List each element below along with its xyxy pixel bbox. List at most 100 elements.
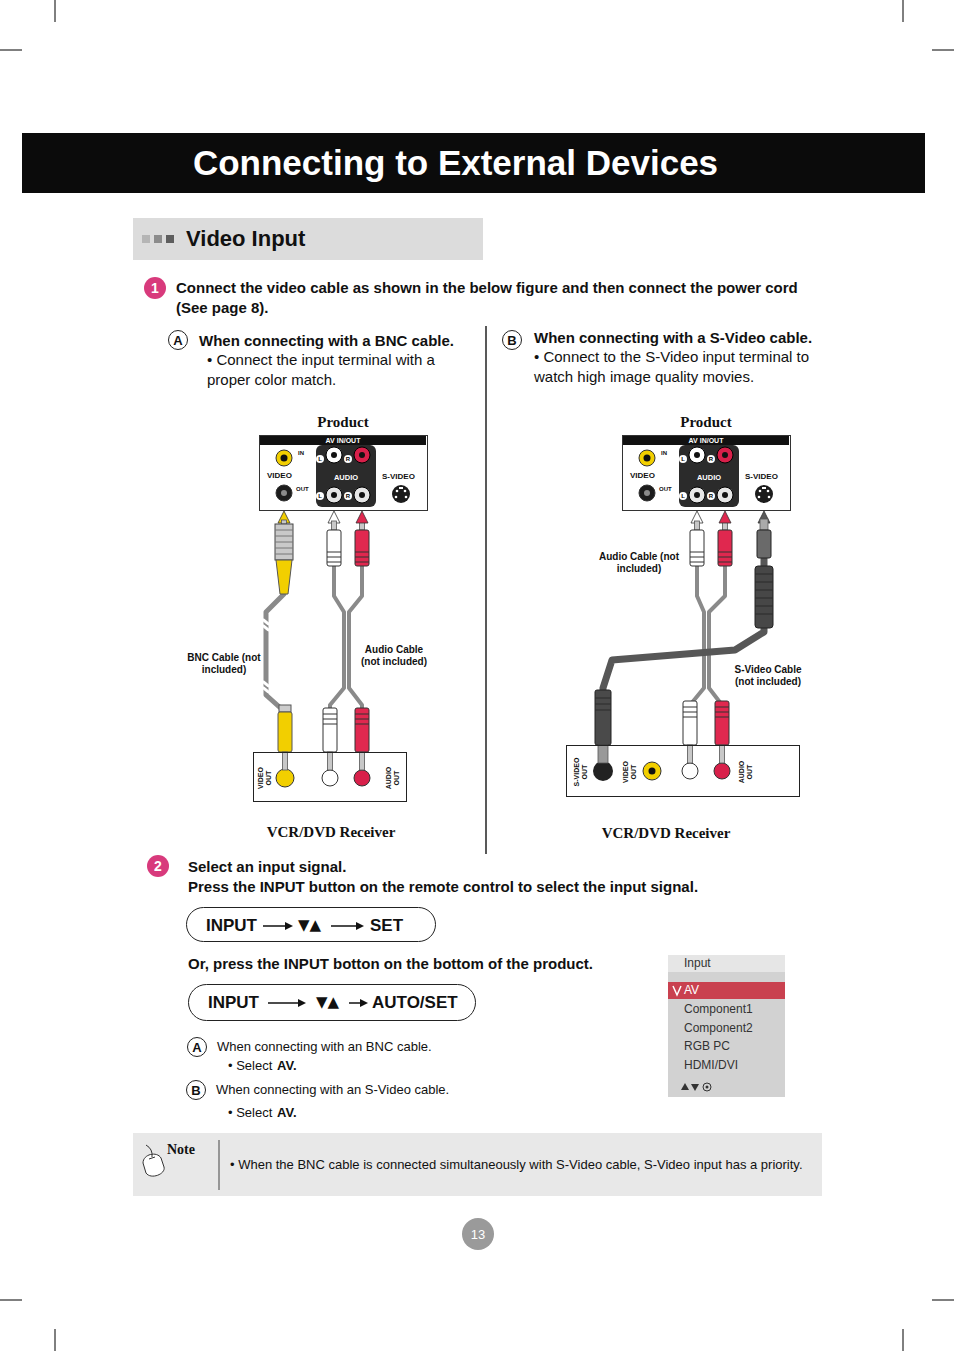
jack-label: S-VIDEO — [745, 472, 778, 482]
note-panel — [219, 1140, 220, 1190]
panel-heading: Product — [623, 413, 789, 431]
rca-plug — [323, 708, 337, 770]
av-input-panel: ProductAV IN/OUTINVIDEOOUTAUDIOLRLRS-VID… — [622, 435, 791, 511]
input-menu-screen — [668, 955, 785, 1097]
rca-plug — [355, 708, 369, 770]
note-text: • When the BNC cable is connected simult… — [230, 1156, 815, 1173]
jack-label: AUDIO OUT — [385, 761, 401, 795]
input-menu-screen — [681, 1083, 689, 1090]
jack-label: VIDEO OUT — [257, 761, 273, 795]
option-letter: A — [168, 330, 188, 350]
button-name: INPUT — [206, 908, 257, 943]
jack-label: VIDEO OUT — [622, 755, 638, 789]
option-heading: When connecting with a S-Video cable. — [534, 328, 812, 348]
jack-label: OUT — [296, 486, 309, 493]
cable-label: BNC Cable (not included) — [186, 652, 262, 676]
section-squares — [142, 235, 150, 243]
option-text: • Connect to the S-Video input terminal … — [534, 347, 839, 387]
page-title: Connecting to External Devices — [22, 133, 925, 193]
menu-title: Input — [684, 956, 711, 971]
bnc-plug — [283, 752, 288, 770]
button-sequence: INPUT▼▲SET — [186, 907, 436, 942]
input-menu-screen — [668, 955, 785, 972]
channel-badge: R — [344, 455, 352, 463]
input-menu-screen — [703, 1083, 711, 1091]
red-wire-arrowhead — [356, 511, 368, 523]
receiver-jacks — [593, 761, 613, 781]
av-panel-jacks — [326, 447, 342, 463]
s-video-plug — [755, 566, 773, 628]
sequence-arrow — [285, 922, 293, 930]
av-panel-jacks — [331, 452, 337, 458]
sequence-arrow — [268, 1002, 299, 1004]
input-menu: InputAVComponent1Component2RGB PCHDMI/DV… — [668, 955, 785, 1097]
av-panel-jacks — [395, 496, 398, 499]
button-name: AUTO/SET — [372, 985, 458, 1020]
bnc-plug — [279, 705, 291, 712]
section-squares — [142, 235, 174, 243]
step-number: 1 — [144, 277, 166, 299]
device-heading: VCR/DVD Receiver — [549, 824, 783, 842]
crop-marks — [903, 1329, 904, 1351]
crop-marks — [932, 1300, 954, 1301]
option-text: When connecting with an S-Video cable. — [216, 1081, 449, 1099]
section-squares — [166, 235, 174, 243]
receiver-jacks — [322, 770, 338, 786]
column-divider — [485, 326, 487, 854]
note-panel — [146, 1145, 152, 1157]
arrow-keys: ▼▲ — [316, 985, 339, 1020]
av-panel-jacks — [276, 485, 292, 501]
option-letter: B — [186, 1080, 206, 1100]
rca-plug — [690, 521, 704, 566]
cable-label: Audio Cable (not included) — [356, 644, 432, 668]
instruction-text: Press the INPUT button on the remote con… — [188, 877, 698, 897]
section-band — [133, 218, 483, 260]
av-panel-jacks — [359, 452, 365, 458]
av-panel-jacks — [396, 490, 399, 493]
receiver-jacks — [276, 761, 730, 787]
rca-plug — [323, 521, 732, 770]
jack-label: S-VIDEO — [382, 472, 415, 482]
av-panel-jacks — [399, 487, 403, 489]
menu-item: HDMI/DVI — [684, 1058, 738, 1073]
menu-item: RGB PC — [684, 1039, 730, 1054]
note-panel — [149, 1157, 155, 1159]
rca-plug — [718, 521, 732, 566]
s-video-plug — [595, 690, 611, 745]
instruction-text: Connect the video cable as shown in the … — [176, 278, 816, 318]
option-value: AV. — [277, 1104, 297, 1122]
crop-marks — [932, 50, 954, 51]
s-video-plug — [760, 519, 768, 530]
crop-marks — [0, 50, 22, 51]
menu-item: Component2 — [684, 1021, 753, 1036]
step-number-text: 2 — [147, 855, 169, 877]
channel-badge: L — [316, 492, 324, 500]
option-letter: A — [187, 1037, 207, 1057]
rca-plug — [683, 701, 697, 763]
cable-label: Audio Cable (not included) — [598, 551, 680, 575]
sequence-arrow — [356, 922, 364, 930]
av-panel-jacks — [359, 492, 365, 498]
bnc-plug — [278, 712, 292, 752]
jack-label: AUDIO OUT — [738, 755, 754, 789]
section-header: Video Input — [133, 218, 483, 260]
cable-break-mark — [257, 682, 275, 687]
section-squares — [154, 235, 162, 243]
av-panel-jacks — [354, 487, 370, 503]
menu-item-selected: AV — [684, 983, 699, 998]
option-text: • Connect the input terminal with a prop… — [207, 350, 455, 390]
channel-badge: R — [707, 492, 715, 500]
cable-break-mark — [257, 626, 275, 631]
cable-break-mark — [257, 688, 275, 693]
av-input-panel: ProductAV IN/OUTINVIDEOOUTAUDIOLRLRS-VID… — [259, 435, 428, 511]
note-heading: Note — [167, 1142, 195, 1158]
title-band — [22, 133, 925, 193]
option-letter-text: A — [188, 1038, 206, 1056]
note-box: Note • When the BNC cable is connected si… — [133, 1133, 822, 1196]
button-name: INPUT — [208, 985, 259, 1020]
channel-badge: R — [344, 492, 352, 500]
input-menu-screen — [668, 955, 785, 1097]
jack-label: AUDIO — [316, 473, 376, 482]
